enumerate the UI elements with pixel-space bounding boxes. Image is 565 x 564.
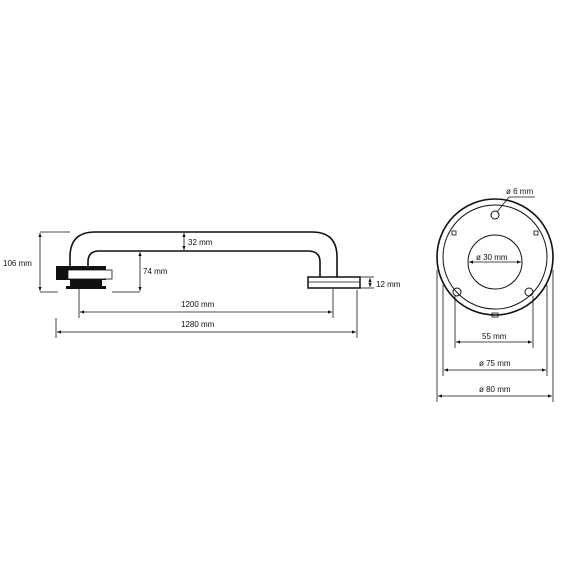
front-view: ø 6 mm ø 30 mm 55 mm ø 75 mm ø 80 mm <box>436 187 554 402</box>
right-flange <box>307 276 361 289</box>
cover-outer-circle <box>436 198 554 316</box>
dim-label-screw-hole: ø 6 mm <box>506 187 533 196</box>
side-view: 106 mm 32 mm 74 mm 12 mm 1200 mm 1280 mm <box>3 231 401 338</box>
base-plate-circle <box>442 204 548 310</box>
dim-label-overall-length: 1280 mm <box>181 320 215 329</box>
dim-label-standoff-depth: 74 mm <box>143 267 168 276</box>
screw-hole-left <box>452 287 462 297</box>
dim-label-plate-diameter: ø 75 mm <box>479 359 511 368</box>
dim-label-inner-bore: ø 30 mm <box>476 253 508 262</box>
dim-label-flange-thickness: 12 mm <box>376 280 401 289</box>
screw-hole-right <box>524 287 534 297</box>
dim-label-center-distance: 1200 mm <box>181 300 215 309</box>
dim-label-bar-diameter: 32 mm <box>188 238 213 247</box>
dim-label-hole-spacing: 55 mm <box>482 332 507 341</box>
grab-bar-tube <box>69 231 338 277</box>
dim-label-cover-diameter: ø 80 mm <box>479 385 511 394</box>
grab-bar-tube-inner <box>87 250 321 277</box>
dim-label-total-height: 106 mm <box>3 259 32 268</box>
inner-bore-circle <box>467 234 523 290</box>
left-flange <box>56 266 113 289</box>
screw-hole-top <box>490 210 500 220</box>
